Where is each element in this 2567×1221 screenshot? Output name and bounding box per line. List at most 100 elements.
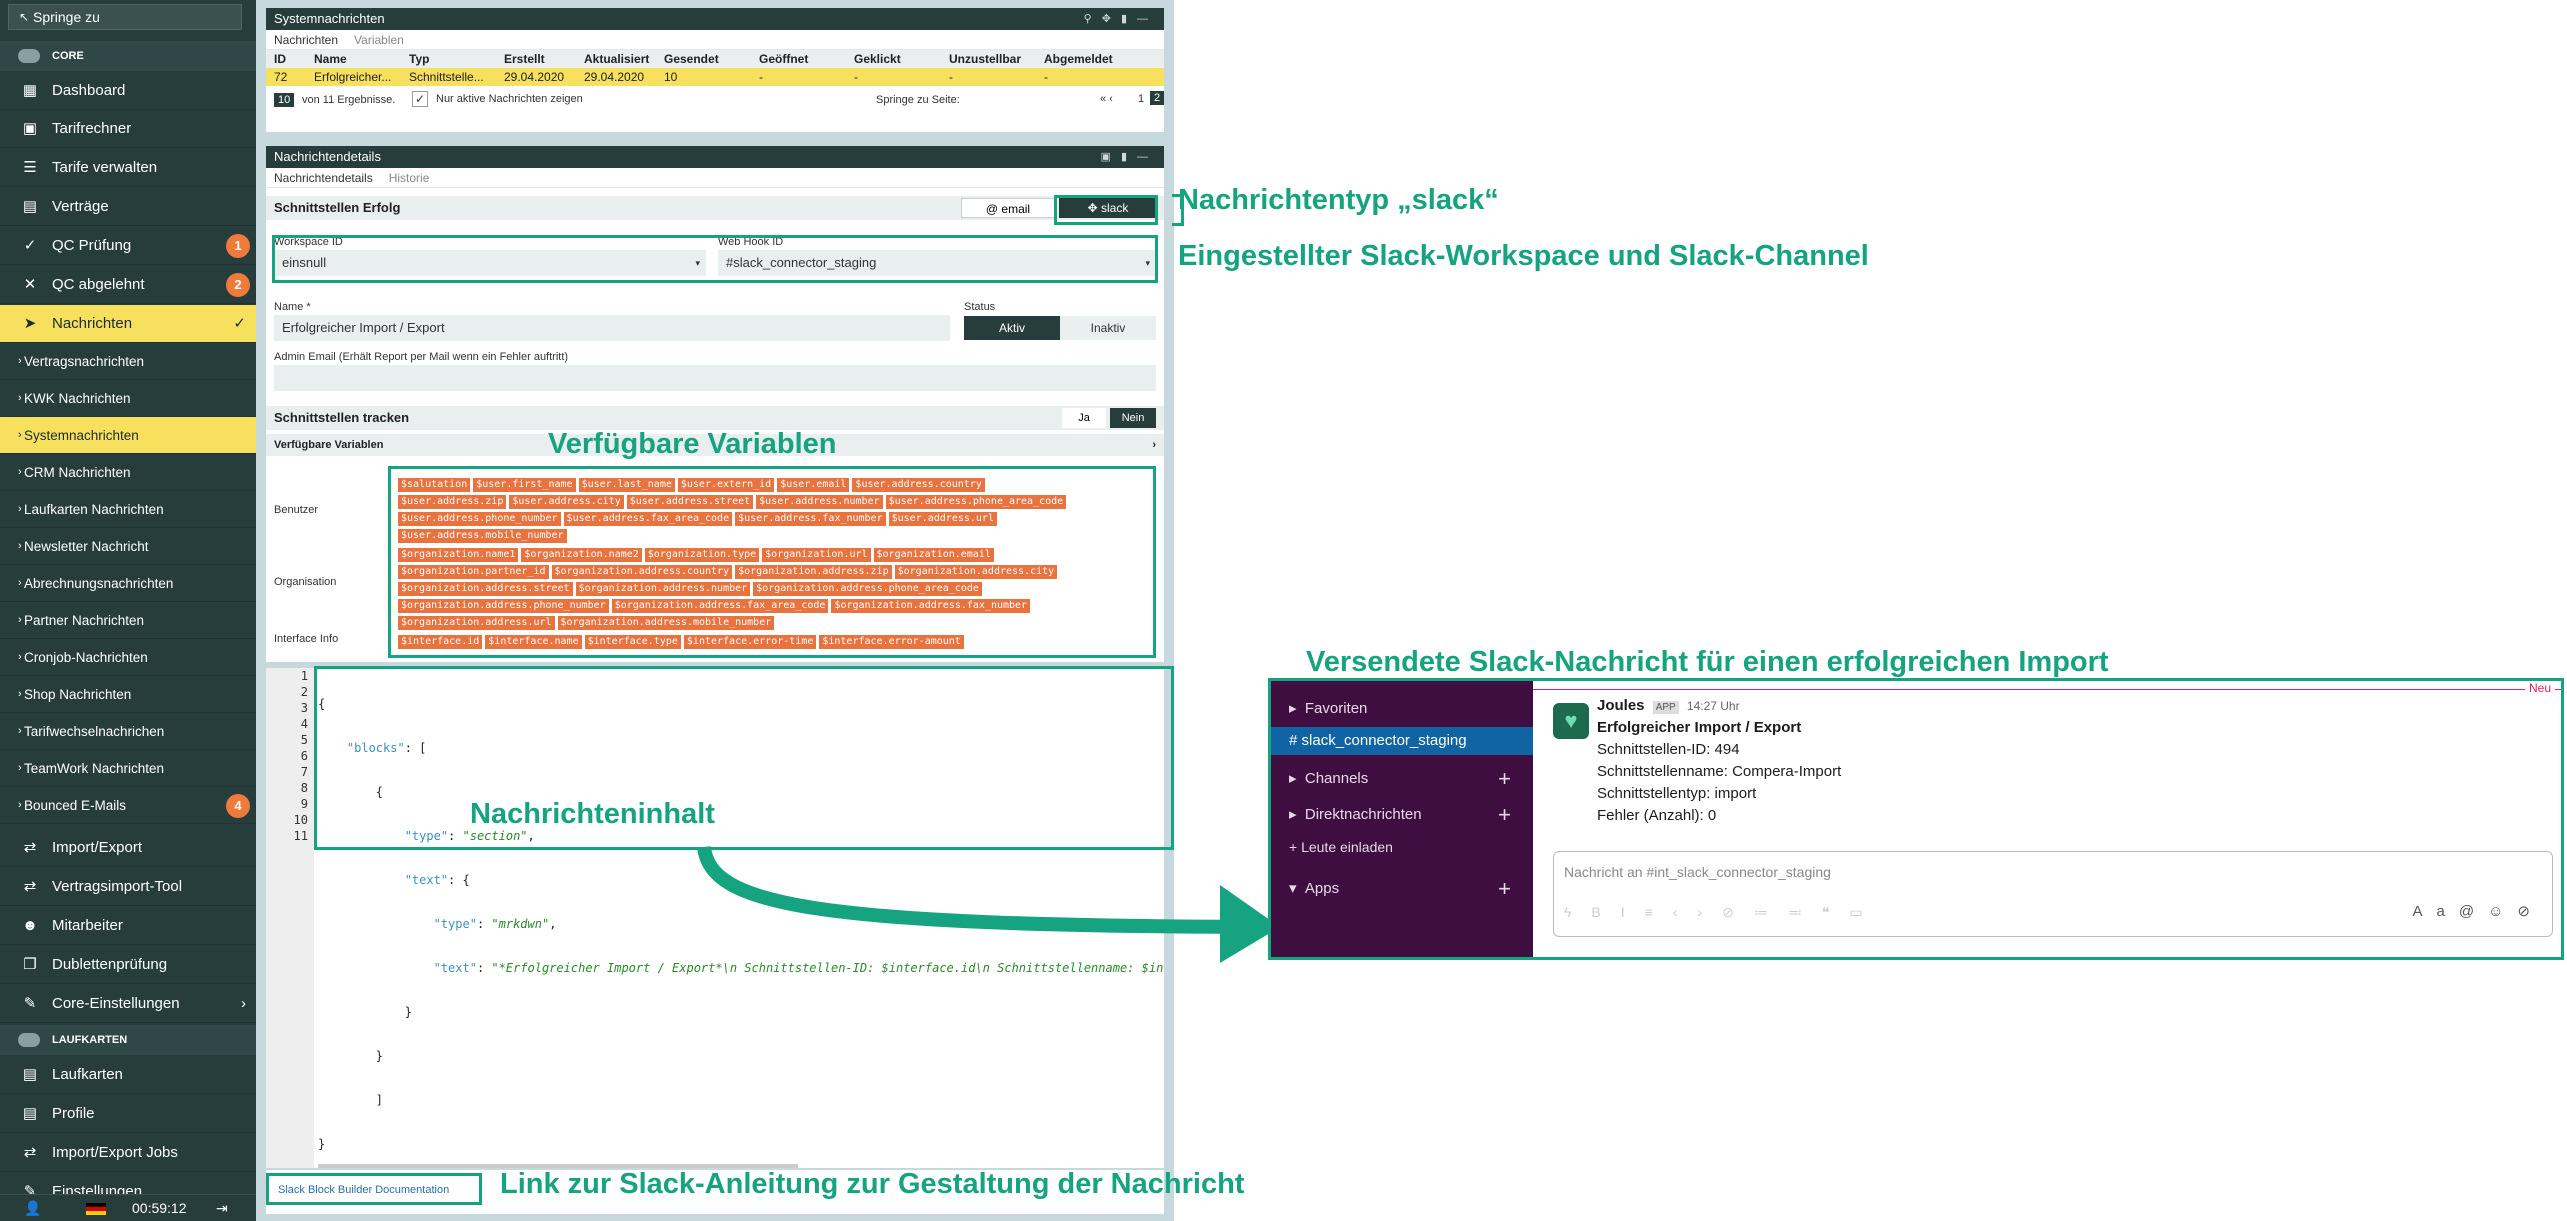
sidebar-sub-systemnachrichten[interactable]: ›Systemnachrichten bbox=[0, 417, 256, 454]
variable-chip[interactable]: $user.address.phone_number bbox=[398, 512, 561, 526]
variable-chip[interactable]: $organization.address.fax_number bbox=[831, 599, 1031, 613]
heart-icon[interactable]: ♥ bbox=[1553, 703, 1589, 739]
variable-chip[interactable]: $user.address.city bbox=[509, 495, 624, 509]
sidebar-sub-tarifwechsel[interactable]: ›Tarifwechselnachrichen bbox=[0, 713, 256, 750]
sidebar-sub-kwk[interactable]: ›KWK Nachrichten bbox=[0, 380, 256, 417]
variable-chip[interactable]: $interface.error-amount bbox=[819, 635, 964, 649]
code-text[interactable]: { "blocks": [ { "type": "section", "text… bbox=[318, 697, 1164, 1151]
sidebar-sub-teamwork[interactable]: ›TeamWork Nachrichten bbox=[0, 750, 256, 787]
variable-chip[interactable]: $organization.address.phone_area_code bbox=[753, 582, 982, 596]
variable-chip[interactable]: $interface.name bbox=[485, 635, 582, 649]
format-toolbar-icon[interactable]: ϟBI≡‹›⊘≔≕❝▭ bbox=[1564, 904, 1883, 920]
user-icon[interactable]: 👤 bbox=[24, 1200, 42, 1216]
slack-dm[interactable]: ▸ Direktnachrichten+ bbox=[1289, 802, 1511, 827]
variable-chip[interactable]: $organization.name2 bbox=[521, 548, 642, 562]
sidebar-sub-abrechnung[interactable]: ›Abrechnungsnachrichten bbox=[0, 565, 256, 602]
variable-chip[interactable]: $organization.address.phone_number bbox=[398, 599, 609, 613]
sidebar-sub-crm[interactable]: ›CRM Nachrichten bbox=[0, 454, 256, 491]
message-time[interactable]: 14:27 Uhr bbox=[1686, 699, 1740, 713]
panel-tools-icon[interactable]: ⚲✥▮— bbox=[1083, 13, 1158, 25]
admin-email-input[interactable] bbox=[274, 365, 1156, 391]
track-ja-button[interactable]: Ja bbox=[1062, 408, 1106, 428]
slack-channel-active[interactable]: # slack_connector_staging bbox=[1271, 727, 1533, 755]
variable-chip[interactable]: $organization.partner_id bbox=[398, 565, 549, 579]
variable-chip[interactable]: $organization.address.city bbox=[894, 565, 1058, 579]
slack-channels[interactable]: ▸ Channels+ bbox=[1289, 766, 1511, 791]
sidebar-sub-shop[interactable]: ›Shop Nachrichten bbox=[0, 676, 256, 713]
sidebar-sub-cronjob[interactable]: ›Cronjob-Nachrichten bbox=[0, 639, 256, 676]
sidebar-item-dashboard[interactable]: ▦Dashboard bbox=[0, 72, 256, 110]
tab-variablen[interactable]: Variablen bbox=[354, 33, 404, 47]
variable-chip[interactable]: $user.address.number bbox=[756, 495, 883, 509]
variable-chip[interactable]: $user.address.fax_number bbox=[735, 512, 886, 526]
slack-apps[interactable]: ▾ Apps+ bbox=[1289, 876, 1511, 901]
sidebar-item-laufkarten[interactable]: ▤Laufkarten bbox=[0, 1056, 256, 1094]
variable-chip[interactable]: $user.address.fax_area_code bbox=[563, 512, 733, 526]
sidebar-item-vertragsimport[interactable]: ⇄Vertragsimport-Tool bbox=[0, 868, 256, 906]
sidebar-item-dubletten[interactable]: ❐Dublettenprüfung bbox=[0, 946, 256, 984]
sidebar-sub-laufkarten[interactable]: ›Laufkarten Nachrichten bbox=[0, 491, 256, 528]
variable-chip[interactable]: $organization.name1 bbox=[398, 548, 519, 562]
webhook-select[interactable]: #slack_connector_staging▾ bbox=[718, 250, 1156, 276]
sidebar-item-jobs[interactable]: ⇄Import/Export Jobs bbox=[0, 1134, 256, 1172]
variable-chip[interactable]: $user.first_name bbox=[473, 478, 576, 492]
status-inaktiv-button[interactable]: Inaktiv bbox=[1060, 316, 1156, 340]
plus-icon[interactable]: + bbox=[1498, 876, 1511, 901]
sidebar-sub-partner[interactable]: ›Partner Nachrichten bbox=[0, 602, 256, 639]
variable-chip[interactable]: $salutation bbox=[398, 478, 471, 492]
name-input[interactable]: Erfolgreicher Import / Export bbox=[274, 315, 950, 341]
variable-chip[interactable]: $organization.type bbox=[644, 548, 760, 562]
variable-chip[interactable]: $user.address.zip bbox=[398, 495, 507, 509]
variable-chip[interactable]: $organization.address.number bbox=[575, 582, 751, 596]
tab-nachrichtendetails[interactable]: Nachrichtendetails bbox=[274, 171, 373, 185]
variable-chip[interactable]: $user.address.phone_area_code bbox=[885, 495, 1067, 509]
variable-chip[interactable]: $organization.email bbox=[873, 548, 994, 562]
workspace-select[interactable]: einsnull▾ bbox=[274, 250, 706, 276]
tab-historie[interactable]: Historie bbox=[388, 171, 430, 185]
plus-icon[interactable]: + bbox=[1498, 802, 1511, 827]
variable-chip[interactable]: $user.address.url bbox=[888, 512, 997, 526]
composer-actions-icon[interactable]: Aa@☺⊘ bbox=[2412, 903, 2544, 920]
sidebar-item-mitarbeiter[interactable]: ☻Mitarbeiter bbox=[0, 907, 256, 945]
sidebar-sub-vertragsnachrichten[interactable]: ›Vertragsnachrichten bbox=[0, 343, 256, 380]
status-aktiv-button[interactable]: Aktiv bbox=[964, 316, 1060, 340]
tab-nachrichten[interactable]: Nachrichten bbox=[274, 33, 339, 47]
plus-icon[interactable]: + bbox=[1498, 766, 1511, 791]
sidebar-item-core-einstellungen[interactable]: ✎Core-Einstellungen› bbox=[0, 985, 256, 1023]
variable-chip[interactable]: $user.address.country bbox=[852, 478, 985, 492]
sidebar-item-import-export[interactable]: ⇄Import/Export bbox=[0, 829, 256, 867]
sidebar-item-nachrichten[interactable]: ➤Nachrichten✓ bbox=[0, 305, 256, 343]
only-active-checkbox[interactable]: ✓ bbox=[412, 91, 428, 107]
variable-chip[interactable]: $user.last_name bbox=[578, 478, 675, 492]
variable-chip[interactable]: $organization.address.fax_area_code bbox=[611, 599, 829, 613]
per-page-select[interactable]: 10 bbox=[274, 93, 295, 107]
variable-chip[interactable]: $interface.type bbox=[584, 635, 681, 649]
variable-chip[interactable]: $interface.id bbox=[398, 635, 483, 649]
horizontal-scrollbar[interactable] bbox=[318, 1164, 798, 1168]
sidebar-sub-newsletter[interactable]: ›Newsletter Nachricht bbox=[0, 528, 256, 565]
page-1[interactable]: 1 bbox=[1138, 93, 1145, 105]
variable-chip[interactable]: $organization.address.country bbox=[551, 565, 733, 579]
type-slack-button[interactable]: ✥ slack bbox=[1059, 198, 1157, 218]
sidebar-item-tarife[interactable]: ☰Tarife verwalten bbox=[0, 149, 256, 187]
flag-de-icon[interactable] bbox=[86, 1203, 106, 1215]
variable-chip[interactable]: $user.email bbox=[777, 478, 850, 492]
sidebar-item-einstellungen[interactable]: ✎Einstellungen bbox=[0, 1173, 256, 1195]
type-email-button[interactable]: @ email bbox=[961, 198, 1055, 218]
slack-doc-link[interactable]: Slack Block Builder Documentation bbox=[278, 1184, 450, 1196]
sender-name[interactable]: Joules bbox=[1597, 697, 1645, 714]
variable-chip[interactable]: $organization.address.zip bbox=[735, 565, 892, 579]
jump-to-button[interactable]: ↖Springe zu bbox=[8, 4, 242, 30]
vars-title[interactable]: Verfügbare Variablen› bbox=[266, 434, 1164, 456]
slack-favoriten[interactable]: ▸ Favoriten bbox=[1289, 700, 1368, 717]
logout-icon[interactable]: ⇥ bbox=[216, 1200, 228, 1216]
variable-chip[interactable]: $user.address.street bbox=[626, 495, 754, 509]
variable-chip[interactable]: $user.address.mobile_number bbox=[398, 529, 567, 543]
variable-chip[interactable]: $user.extern_id bbox=[677, 478, 775, 492]
variable-chip[interactable]: $organization.address.mobile_number bbox=[557, 616, 775, 630]
panel-tools-icon[interactable]: ▣▮— bbox=[1100, 151, 1158, 163]
sidebar-item-vertraege[interactable]: ▤Verträge bbox=[0, 188, 256, 226]
